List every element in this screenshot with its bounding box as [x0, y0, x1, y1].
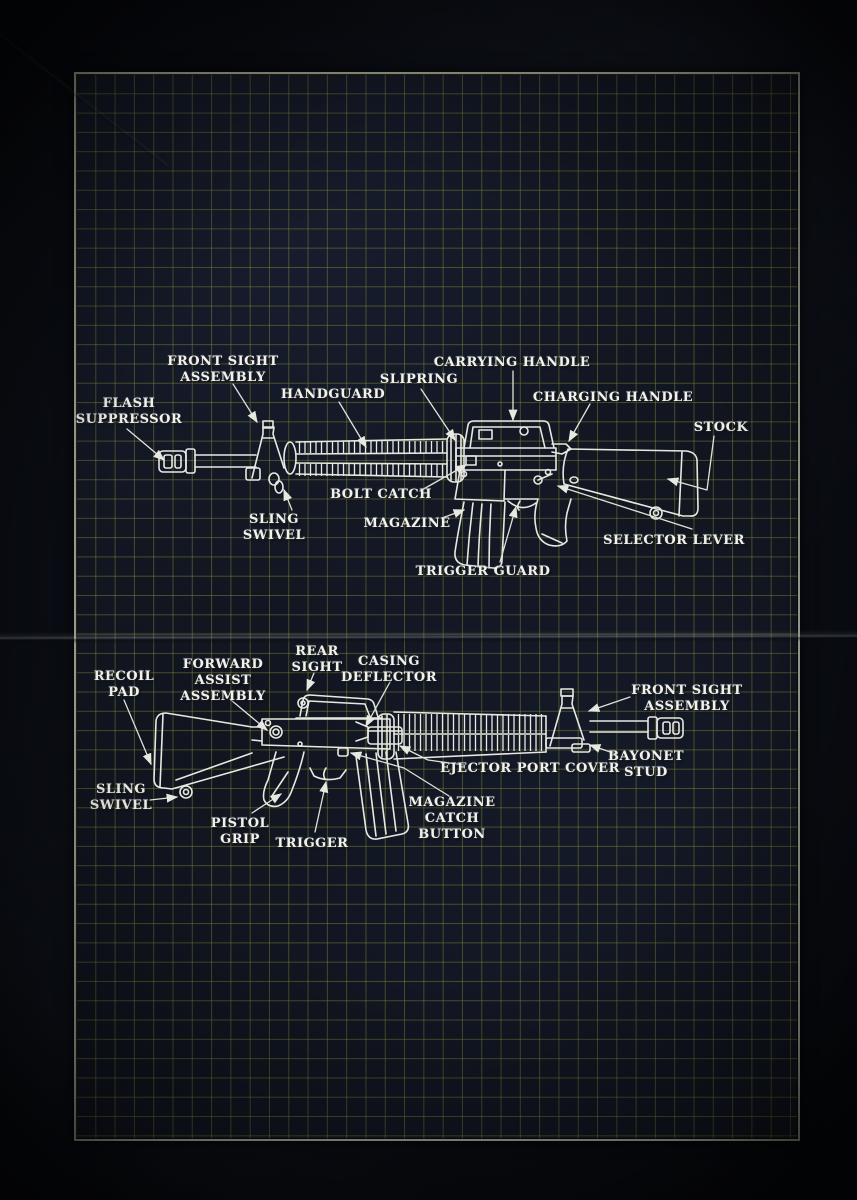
carrying-handle-drawing [464, 421, 554, 448]
label-selector-lever: SELECTOR LEVER [603, 533, 745, 548]
arrow-trigger [315, 780, 329, 832]
pistol-grip-drawing-2 [264, 752, 305, 806]
handguard-drawing [284, 439, 447, 477]
arrow-pistol-grip [252, 793, 283, 813]
label-pistol-grip: PISTOL GRIP [210, 816, 270, 847]
label-rear-sight: REAR SIGHT [291, 644, 343, 675]
label-recoil-pad: RECOIL PAD [93, 669, 155, 700]
front-sight-assembly-drawing-2 [546, 689, 590, 752]
handguard-drawing-2 [378, 712, 546, 759]
trigger-group-drawing-2 [310, 768, 346, 780]
stock-drawing-2 [154, 713, 284, 798]
stock-drawing [563, 449, 698, 519]
label-ejector-port-cover: EJECTOR PORT COVER [440, 761, 620, 776]
flash-suppressor-drawing-2 [648, 717, 683, 739]
label-sling-swivel-bottom: SLING SWIVEL [89, 782, 153, 813]
upper-receiver-drawing [456, 444, 571, 470]
barrel-drawing-2 [590, 721, 648, 732]
arrow-sling-swivel-2 [150, 793, 179, 803]
label-front-sight-assembly: FRONT SIGHT ASSEMBLY [167, 354, 279, 385]
flash-suppressor-drawing [159, 449, 195, 473]
label-handguard: HANDGUARD [280, 387, 386, 402]
label-slipring: SLIPRING [379, 372, 459, 387]
barrel-drawing [195, 455, 256, 467]
label-sling-swivel-top: SLING SWIVEL [242, 512, 306, 543]
arrow-flash-suppressor [127, 429, 165, 461]
arrow-trigger-guard [500, 505, 518, 562]
label-casing-deflector: CASING DEFLECTOR [340, 654, 438, 685]
arrow-sling-swivel [284, 488, 292, 510]
label-stock: STOCK [693, 420, 749, 435]
label-magazine-catch-button: MAGAZINE CATCH BUTTON [408, 795, 496, 842]
label-charging-handle: CHARGING HANDLE [532, 390, 694, 405]
label-magazine: MAGAZINE [363, 516, 451, 531]
label-forward-assist-assembly: FORWARD ASSIST ASSEMBLY [180, 657, 266, 704]
magazine-drawing [455, 502, 505, 568]
label-bayonet-stud: BAYONET STUD [608, 749, 684, 780]
arrow-slipring [421, 389, 456, 442]
carrying-handle-drawing-2 [296, 695, 382, 718]
label-bolt-catch: BOLT CATCH [330, 487, 432, 502]
sling-swivel-drawing [269, 473, 283, 493]
arrow-front-sight-assembly [233, 384, 258, 424]
pistol-grip-drawing [535, 499, 571, 546]
magazine-drawing-2 [356, 752, 408, 839]
arrow-recoil-pad [124, 700, 151, 766]
label-carrying-handle: CARRYING HANDLE [433, 355, 591, 370]
arrow-stock [666, 436, 714, 490]
label-trigger: TRIGGER [275, 836, 349, 851]
receiver-drawing-2 [262, 719, 402, 756]
label-front-sight-assembly-2: FRONT SIGHT ASSEMBLY [631, 683, 743, 714]
label-trigger-guard: TRIGGER GUARD [415, 564, 551, 579]
arrow-selector-lever [556, 484, 692, 529]
arrow-charging-handle [569, 404, 590, 443]
label-flash-suppressor: FLASH SUPPRESSOR [75, 396, 183, 427]
front-sight-assembly-drawing [246, 421, 284, 480]
